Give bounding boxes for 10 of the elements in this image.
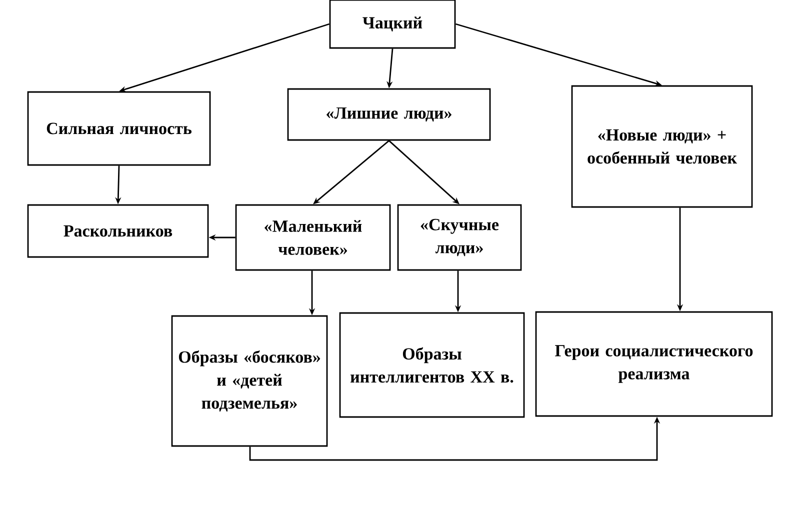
text-box: «Новые люди» + особенный человек — [571, 85, 753, 208]
text-box: Образы интеллигентов XX в. — [339, 312, 525, 418]
text-box: «Маленький человек» — [235, 204, 391, 271]
text-box: Герои социалистического реализма — [535, 311, 773, 417]
text-box: Образы «босяков» и «детей подземелья» — [171, 315, 328, 447]
text-box: Чацкий — [329, 0, 456, 49]
text-box: «Лишние люди» — [287, 88, 491, 141]
text-box: «Скучные люди» — [397, 204, 522, 271]
text-box: Сильная личность — [27, 91, 211, 166]
text-box: Раскольников — [27, 204, 209, 258]
